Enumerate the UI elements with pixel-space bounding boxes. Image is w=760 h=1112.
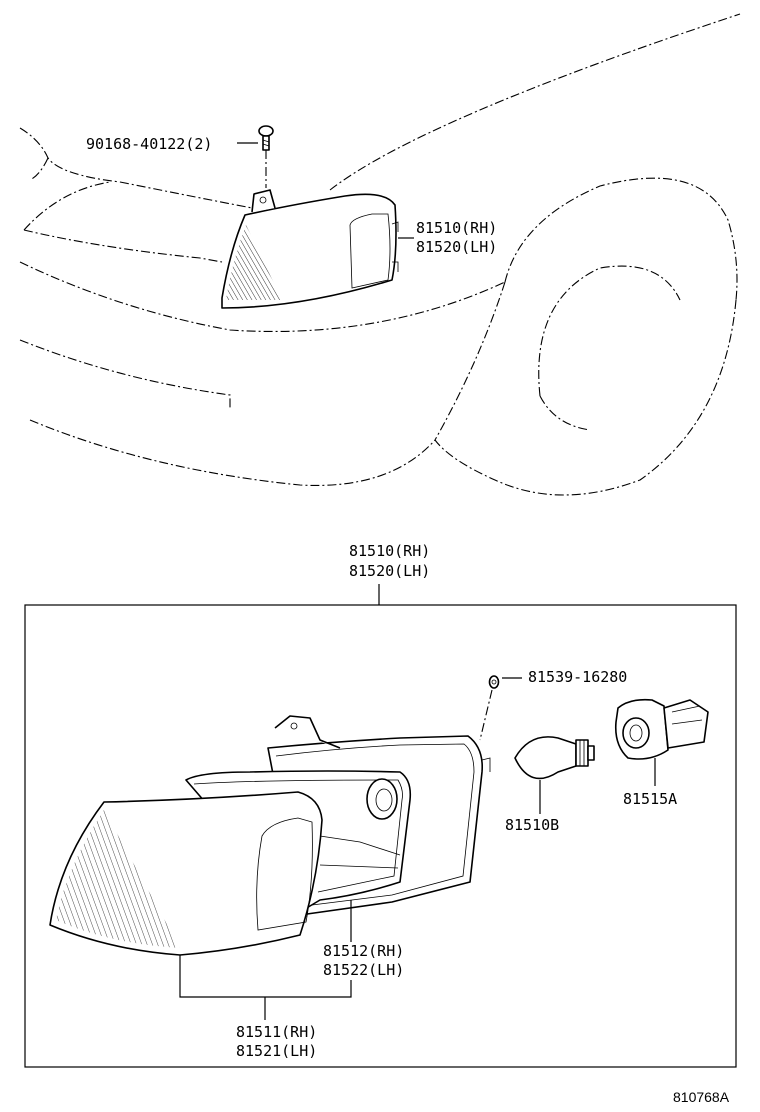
- top-lamp-label-lh: 81520(LH): [416, 238, 497, 256]
- assembly-frame: [24, 604, 737, 1068]
- top-screw-label: 90168-40122(2): [86, 135, 212, 153]
- assembly-label-lh: 81520(LH): [349, 562, 430, 580]
- lamp-screw-leader: [479, 689, 493, 741]
- socket-icon[interactable]: [614, 698, 709, 760]
- assembly-label-rh: 81510(RH): [349, 542, 430, 560]
- housing-label-rh: 81512(RH): [323, 942, 404, 960]
- housing-label-lh: 81522(LH): [323, 961, 404, 979]
- vehicle-body-outline: [19, 13, 741, 496]
- lamp-screw-icon[interactable]: [488, 675, 500, 689]
- socket-label: 81515A: [623, 790, 677, 808]
- top-lamp-label-rh: 81510(RH): [416, 219, 497, 237]
- bulb-icon[interactable]: [514, 736, 595, 780]
- lens-label-lh: 81521(LH): [236, 1042, 317, 1060]
- bulb-label: 81510B: [505, 816, 559, 834]
- top-corner-lamp[interactable]: [221, 189, 399, 309]
- lamp-lens[interactable]: [49, 791, 323, 956]
- top-screw-icon[interactable]: [258, 125, 274, 151]
- figure-ref: 810768A: [673, 1089, 730, 1105]
- lamp-screw-label: 81539-16280: [528, 668, 627, 686]
- lens-label-rh: 81511(RH): [236, 1023, 317, 1041]
